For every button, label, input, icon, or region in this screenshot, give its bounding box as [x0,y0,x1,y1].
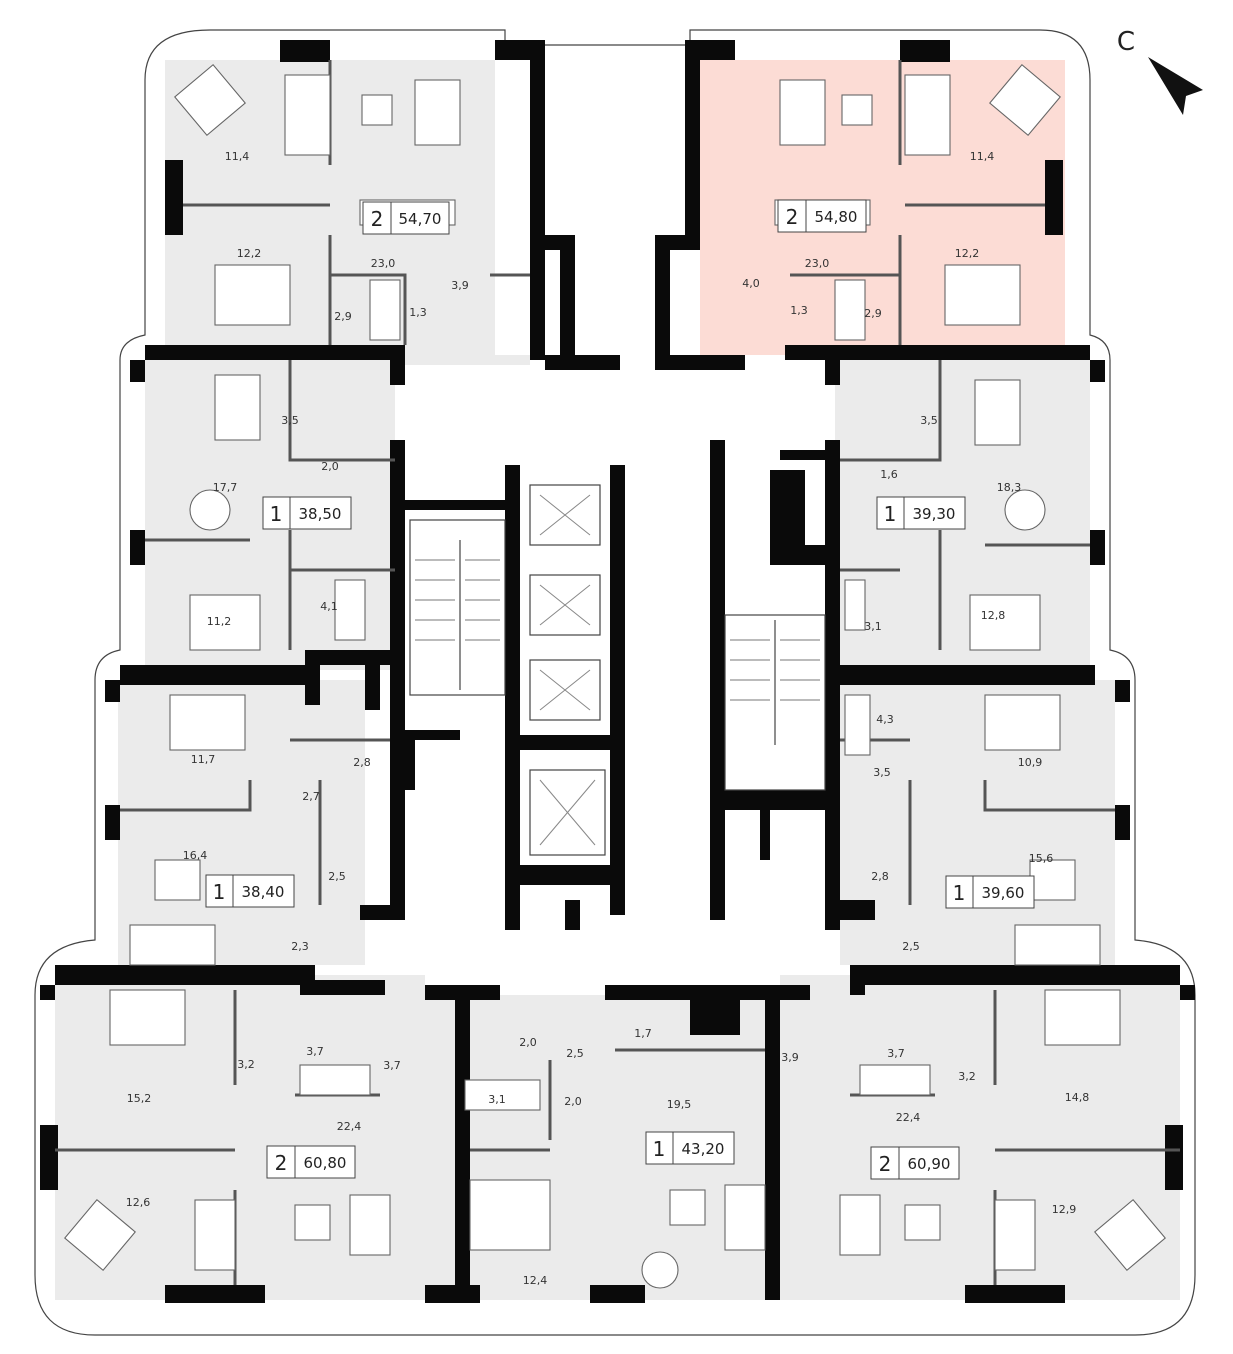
room-area: 11,4 [225,150,250,163]
stair-left [409,519,506,696]
room-area: 2,5 [566,1047,584,1060]
svg-text:1: 1 [884,502,897,526]
room-labels: 11,4 12,2 23,0 2,9 1,3 3,9 11,4 12,2 23,… [126,150,1090,1287]
room-area: 11,2 [207,615,232,628]
elevator-2 [529,574,601,636]
room-area: 15,6 [1029,852,1054,865]
elevator-3 [529,659,601,721]
room-area: 3,5 [873,766,891,779]
room-area: 4,3 [876,713,894,726]
room-area: 3,2 [958,1070,976,1083]
room-area: 11,4 [970,150,995,163]
room-area: 1,7 [634,1027,652,1040]
room-area: 2,3 [291,940,309,953]
svg-text:1: 1 [270,502,283,526]
room-area: 1,3 [409,306,427,319]
elevator-1 [529,484,601,546]
room-area: 23,0 [805,257,830,270]
room-area: 3,1 [488,1093,506,1106]
stair-right [724,614,826,791]
svg-text:1: 1 [213,880,226,904]
svg-text:60,90: 60,90 [908,1155,951,1173]
room-area: 3,2 [237,1058,255,1071]
svg-text:38,50: 38,50 [299,505,342,523]
room-area: 22,4 [337,1120,362,1133]
room-area: 2,0 [519,1036,537,1049]
room-area: 22,4 [896,1111,921,1124]
svg-text:2: 2 [275,1151,288,1175]
apartment-label-a7[interactable]: 2 60,80 [266,1145,356,1179]
apartment-labels: 2 54,70 2 54,80 1 38,50 1 39,30 1 38,40 [205,199,1035,1180]
room-area: 12,2 [237,247,262,260]
room-area: 3,7 [887,1047,905,1060]
north-arrow-icon [1148,57,1203,115]
svg-text:2: 2 [786,205,799,229]
apartment-label-a2[interactable]: 2 54,80 [777,199,867,233]
room-area: 16,4 [183,849,208,862]
apartment-7-area[interactable] [55,975,425,1300]
apartment-label-a9[interactable]: 2 60,90 [870,1146,960,1180]
room-area: 10,9 [1018,756,1043,769]
room-area: 2,8 [353,756,371,769]
room-area: 3,9 [781,1051,799,1064]
svg-text:1: 1 [953,881,966,905]
room-area: 12,4 [523,1274,548,1287]
apartment-label-a1[interactable]: 2 54,70 [362,201,450,235]
room-area: 4,0 [742,277,760,290]
room-area: 2,7 [302,790,320,803]
apartment-label-a5[interactable]: 1 38,40 [205,874,295,908]
room-area: 15,2 [127,1092,152,1105]
room-area: 2,8 [871,870,889,883]
room-area: 18,3 [997,481,1022,494]
room-area: 11,7 [191,753,216,766]
svg-text:60,80: 60,80 [304,1154,347,1172]
building-outline [34,29,1196,1336]
room-area: 12,8 [981,609,1006,622]
room-area: 2,5 [902,940,920,953]
svg-text:43,20: 43,20 [682,1140,725,1158]
room-area: 14,8 [1065,1091,1090,1104]
elevator-4 [529,769,606,856]
svg-text:1: 1 [653,1137,666,1161]
room-area: 3,7 [306,1045,324,1058]
apartment-label-a8[interactable]: 1 43,20 [645,1131,735,1165]
room-area: 2,9 [864,307,882,320]
compass-label: С [1117,27,1135,57]
room-area: 3,5 [920,414,938,427]
apartment-label-a6[interactable]: 1 39,60 [945,875,1035,909]
room-area: 2,5 [328,870,346,883]
room-area: 2,0 [564,1095,582,1108]
room-area: 17,7 [213,481,238,494]
room-area: 1,6 [880,468,898,481]
compass: С [1117,27,1203,115]
room-area: 2,0 [321,460,339,473]
svg-text:2: 2 [879,1152,892,1176]
svg-text:2: 2 [371,207,384,231]
furniture [64,64,1166,1289]
room-area: 4,1 [320,600,338,613]
svg-text:54,80: 54,80 [815,208,858,226]
room-area: 12,9 [1052,1203,1077,1216]
apartment-label-a3[interactable]: 1 38,50 [262,496,352,530]
svg-text:38,40: 38,40 [242,883,285,901]
room-area: 19,5 [667,1098,692,1111]
room-area: 3,9 [451,279,469,292]
svg-text:39,30: 39,30 [913,505,956,523]
elevators [529,484,606,856]
room-area: 3,5 [281,414,299,427]
room-area: 1,3 [790,304,808,317]
room-area: 12,6 [126,1196,151,1209]
svg-text:39,60: 39,60 [982,884,1025,902]
room-area: 2,9 [334,310,352,323]
room-area: 23,0 [371,257,396,270]
svg-text:54,70: 54,70 [399,210,442,228]
walls-layer [40,40,1195,1303]
apartment-label-a4[interactable]: 1 39,30 [876,496,966,530]
room-area: 3,7 [383,1059,401,1072]
room-area: 12,2 [955,247,980,260]
room-area: 3,1 [864,620,882,633]
